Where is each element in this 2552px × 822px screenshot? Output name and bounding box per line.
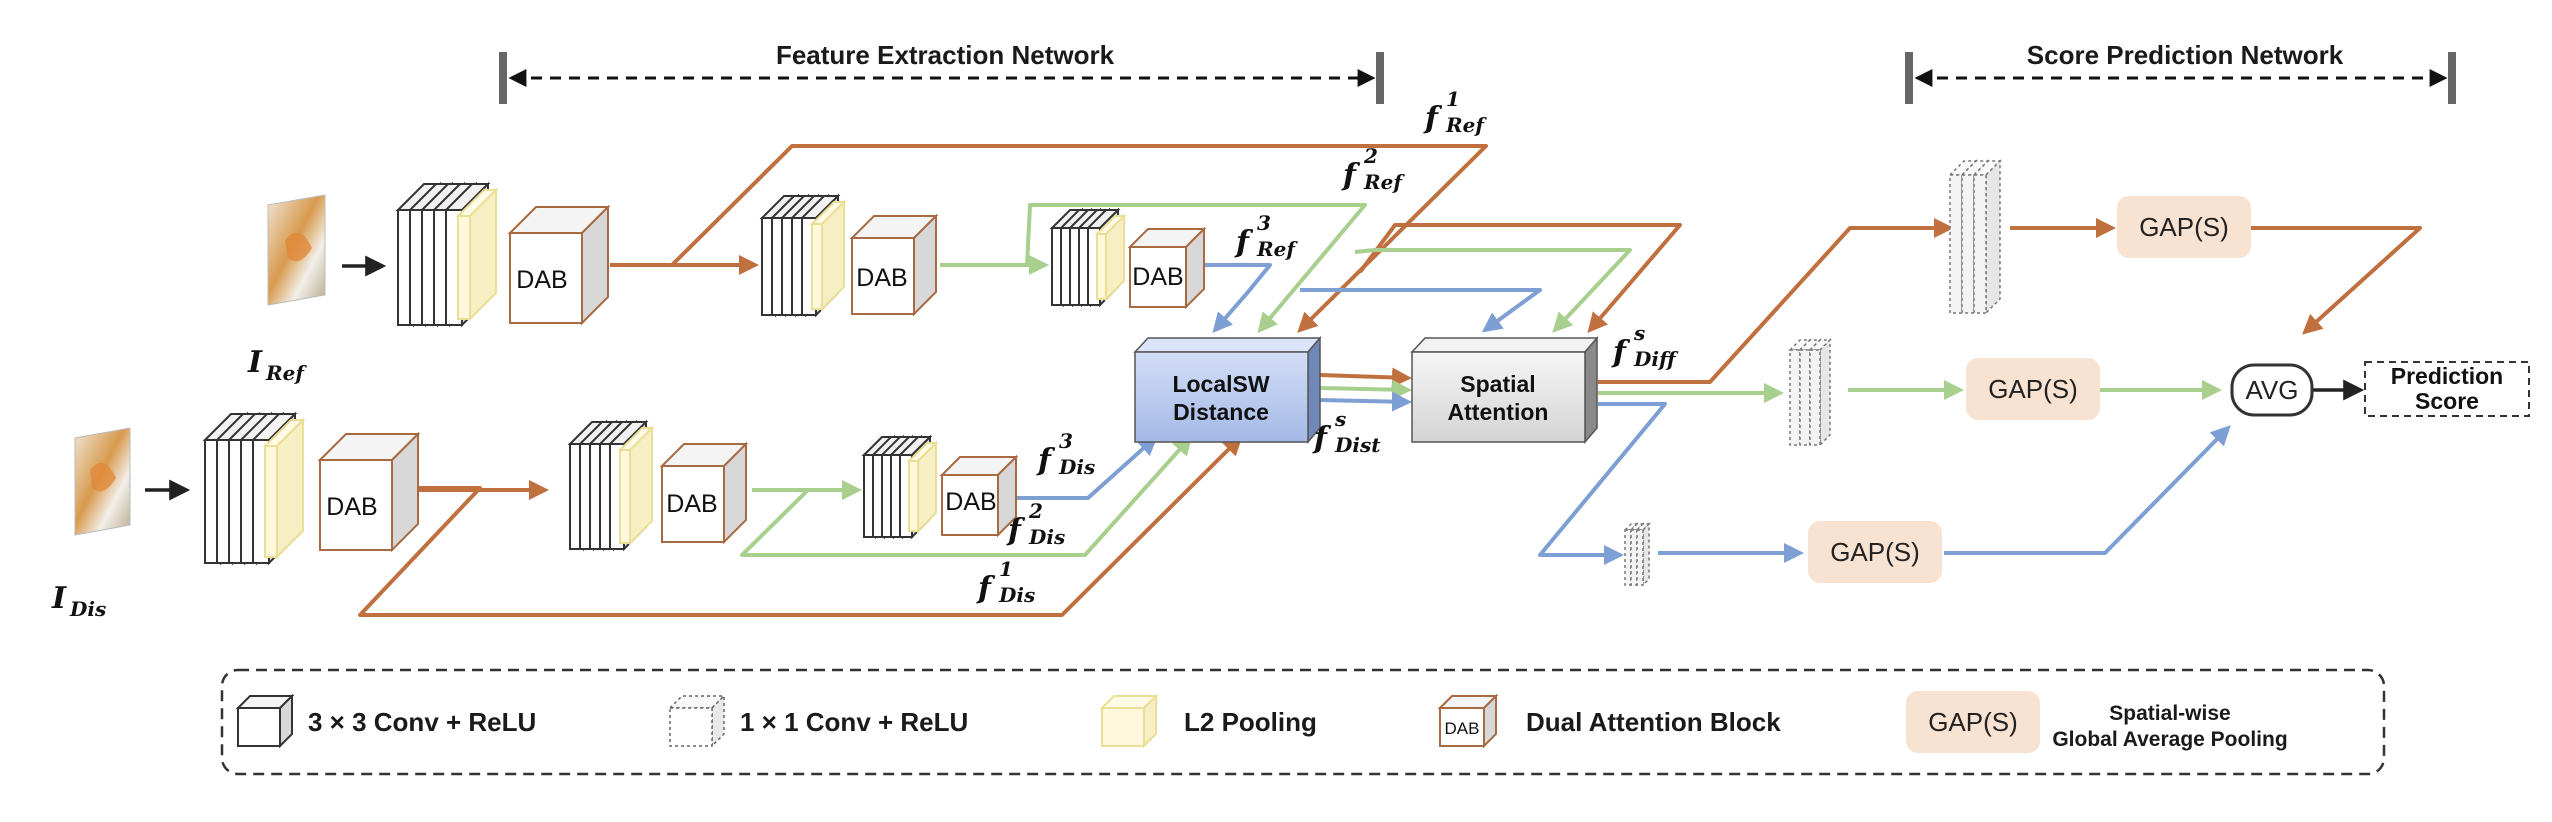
- svg-text:f: f: [1006, 513, 1026, 548]
- legend-l2-label: L2 Pooling: [1184, 707, 1317, 737]
- svg-text:f: f: [1234, 225, 1254, 260]
- svg-text:DAB: DAB: [1445, 719, 1480, 738]
- spatial-attention-block: Spatial Attention: [1410, 335, 1599, 445]
- ref-image: [267, 194, 326, 306]
- prediction-label-line2: Score: [2415, 388, 2479, 414]
- legend-conv3-label: 3 × 3 Conv + ReLU: [308, 707, 536, 737]
- dab-label-dis1: DAB: [326, 493, 377, 521]
- score-lines: [1538, 218, 2422, 565]
- svg-text:GAP(S): GAP(S): [1988, 374, 2078, 404]
- localsw-label-line1: LocalSW: [1172, 371, 1269, 397]
- feature-lines: [358, 144, 1682, 617]
- svg-text:f: f: [976, 571, 996, 606]
- feature-extraction-header: Feature Extraction Network: [499, 40, 1384, 104]
- svg-text:f: f: [1423, 101, 1443, 136]
- legend-dab-label: Dual Attention Block: [1526, 707, 1781, 737]
- svg-text:I: I: [247, 345, 263, 380]
- dis-stage3-stack: [861, 434, 1019, 540]
- svg-text:GAP(S): GAP(S): [1928, 707, 2018, 737]
- legend-l2-icon: [1099, 693, 1159, 749]
- label-f-ref3: f 3 Ref: [1234, 211, 1298, 261]
- svg-text:Ref: Ref: [1445, 113, 1487, 137]
- svg-text:f: f: [1341, 158, 1361, 193]
- legend: 3 × 3 Conv + ReLU 1 × 1 Conv + ReLU L2 P…: [220, 668, 2386, 776]
- svg-text:1: 1: [1446, 87, 1460, 111]
- gap-box-2: GAP(S): [1966, 358, 2100, 420]
- localsw-distance-block: LocalSW Distance: [1133, 335, 1322, 445]
- svg-text:2: 2: [1028, 499, 1043, 523]
- legend-conv1-icon: [668, 694, 726, 748]
- dis-stage2-stack: [567, 419, 749, 552]
- dotted-stack-mid: [1788, 338, 1832, 447]
- gap-box-1: GAP(S): [2117, 196, 2251, 258]
- legend-border: [220, 668, 2386, 776]
- svg-text:Dis: Dis: [998, 583, 1035, 607]
- dotted-conv-stacks: [1623, 159, 2002, 587]
- legend-gap-icon: GAP(S): [1906, 691, 2040, 753]
- svg-text:f: f: [1312, 421, 1332, 456]
- dotted-stack-bottom: [1623, 522, 1651, 587]
- legend-conv1-label: 1 × 1 Conv + ReLU: [740, 707, 968, 737]
- ref-input-label: I Ref: [247, 345, 307, 385]
- forward-arrows: [145, 255, 1412, 501]
- spatial-label-line1: Spatial: [1460, 371, 1535, 397]
- prediction-label-line1: Prediction: [2391, 363, 2503, 389]
- score-prediction-header: Score Prediction Network: [1905, 40, 2456, 104]
- svg-text:Dis: Dis: [69, 597, 106, 621]
- dis-stage1-stack: [202, 411, 421, 566]
- label-f-dis3: f 3 Dis: [1036, 429, 1095, 479]
- svg-text:Dis: Dis: [1058, 455, 1095, 479]
- legend-gap-label-line2: Global Average Pooling: [2052, 728, 2287, 751]
- ref-stage1-stack: [395, 181, 611, 328]
- conv-stacks: [202, 181, 1207, 566]
- legend-gap-label-line1: Spatial-wise: [2109, 702, 2230, 725]
- ref-stage2-stack: [759, 193, 939, 318]
- gap-box-3: GAP(S): [1808, 521, 1942, 583]
- dab-label-dis3: DAB: [945, 488, 996, 516]
- prediction-score-box: Prediction Score: [2364, 361, 2530, 417]
- feature-extraction-title: Feature Extraction Network: [776, 40, 1115, 70]
- svg-text:GAP(S): GAP(S): [1830, 537, 1920, 567]
- svg-text:Diff: Diff: [1633, 347, 1679, 371]
- svg-text:1: 1: [999, 557, 1013, 581]
- label-f-dis1: f 1 Dis: [976, 557, 1035, 607]
- dis-image: [74, 427, 131, 536]
- dab-label-dis2: DAB: [666, 490, 717, 518]
- spatial-label-line2: Attention: [1448, 399, 1549, 425]
- svg-text:s: s: [1334, 407, 1346, 431]
- label-f-ref2: f 2 Ref: [1341, 144, 1405, 194]
- svg-text:AVG: AVG: [2246, 375, 2299, 405]
- dab-label-ref2: DAB: [856, 264, 907, 292]
- svg-text:Dis: Dis: [1028, 525, 1065, 549]
- svg-text:Ref: Ref: [265, 361, 307, 385]
- svg-text:I: I: [51, 581, 67, 616]
- label-f-dis2: f 2 Dis: [1006, 499, 1065, 549]
- svg-text:3: 3: [1059, 429, 1073, 453]
- dab-label-ref1: DAB: [516, 266, 567, 294]
- svg-text:s: s: [1633, 321, 1645, 345]
- svg-text:Ref: Ref: [1256, 237, 1298, 261]
- ref-stage3-stack: [1049, 207, 1207, 310]
- label-f-diff: f s Diff: [1611, 321, 1679, 371]
- svg-text:3: 3: [1257, 211, 1271, 235]
- svg-text:GAP(S): GAP(S): [2139, 212, 2229, 242]
- svg-text:f: f: [1611, 335, 1631, 370]
- legend-conv3-icon: [235, 693, 295, 749]
- label-f-dist: f s Dist: [1312, 407, 1381, 457]
- avg-node: AVG: [2230, 363, 2314, 417]
- svg-text:Ref: Ref: [1363, 170, 1405, 194]
- svg-text:Dist: Dist: [1334, 433, 1381, 457]
- dotted-stack-top: [1948, 159, 2002, 315]
- label-f-ref1: f 1 Ref: [1423, 87, 1487, 137]
- localsw-label-line2: Distance: [1173, 399, 1269, 425]
- svg-text:f: f: [1036, 443, 1056, 478]
- legend-dab-icon: DAB: [1437, 693, 1499, 749]
- dab-label-ref3: DAB: [1132, 263, 1183, 291]
- score-prediction-title: Score Prediction Network: [2027, 40, 2344, 70]
- svg-text:2: 2: [1363, 144, 1378, 168]
- dis-input-label: I Dis: [51, 581, 106, 621]
